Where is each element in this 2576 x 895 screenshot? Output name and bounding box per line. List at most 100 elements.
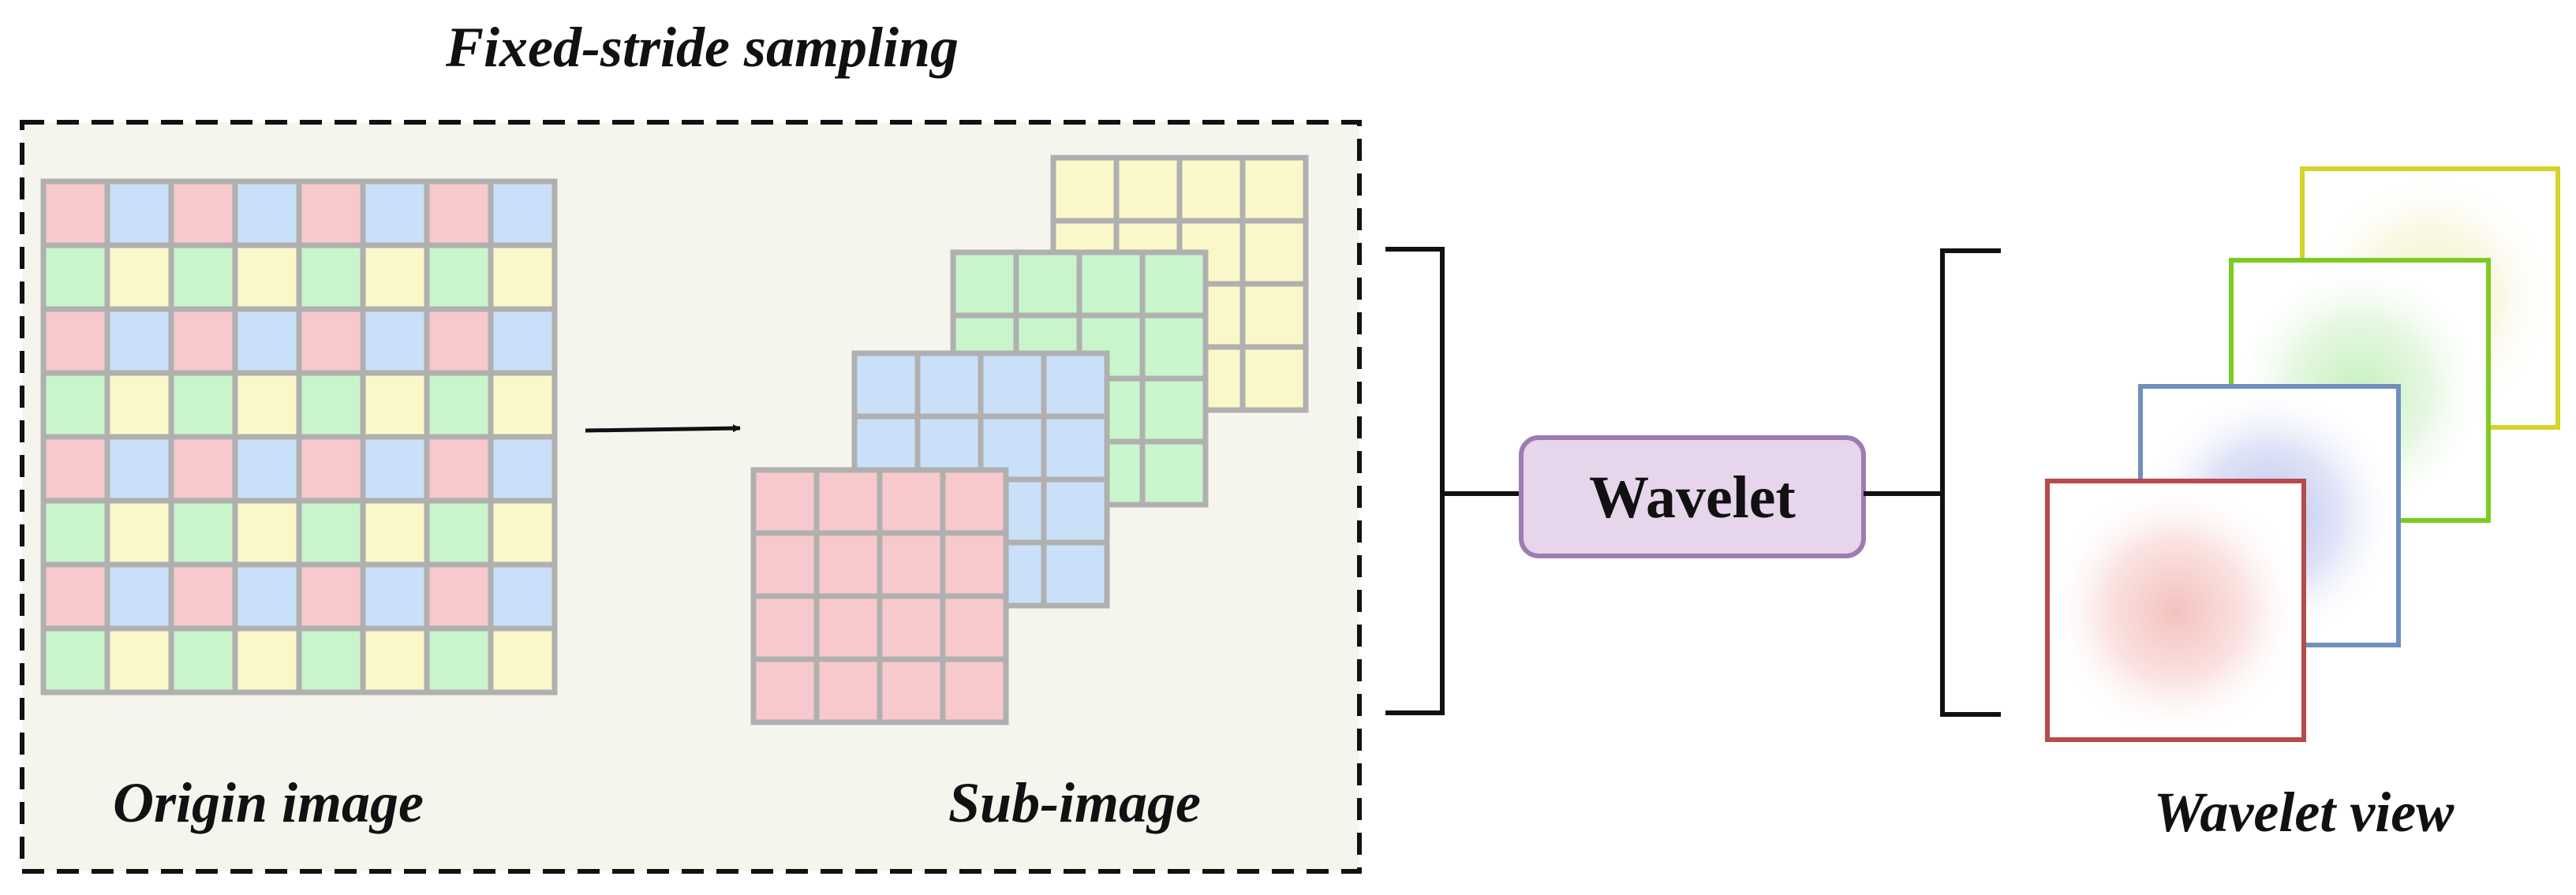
origin-cell	[104, 178, 174, 248]
origin-cell	[232, 434, 302, 504]
origin-cell	[40, 178, 110, 248]
sub-image-cell	[1139, 249, 1209, 319]
origin-cell	[168, 434, 238, 504]
origin-cell	[40, 370, 110, 440]
sub-image-cell	[813, 656, 883, 725]
wavelet-view-stack	[2045, 166, 2560, 742]
sub-image-cell	[978, 350, 1047, 420]
sub-image-cell	[1239, 218, 1309, 287]
origin-cell	[360, 306, 430, 376]
origin-cell	[296, 498, 366, 568]
origin-cell	[296, 434, 366, 504]
origin-image-grid	[40, 178, 558, 695]
origin-cell	[296, 625, 366, 695]
sub-image-cell	[940, 656, 1009, 725]
origin-cell	[40, 434, 110, 504]
sampling-arrow	[585, 424, 741, 433]
origin-cell	[360, 242, 430, 312]
origin-cell	[360, 370, 430, 440]
sub-image-label: Sub-image	[948, 771, 1201, 834]
origin-cell	[168, 306, 238, 376]
origin-cell	[488, 242, 558, 312]
sub-image-cell	[851, 350, 921, 420]
sub-image-cell	[877, 530, 946, 599]
origin-cell	[424, 370, 494, 440]
sub-image-cell	[940, 467, 1009, 536]
origin-cell	[232, 498, 302, 568]
origin-cell	[360, 561, 430, 632]
origin-cell	[168, 370, 238, 440]
origin-cell	[232, 561, 302, 632]
sub-image-stack	[750, 155, 1309, 725]
wavelet-view-glow	[2047, 481, 2304, 740]
sub-image-cell	[750, 593, 820, 662]
origin-cell	[488, 306, 558, 376]
origin-cell	[104, 625, 174, 695]
sub-image-cell	[1239, 344, 1309, 413]
sub-image-cell	[877, 593, 946, 662]
origin-cell	[488, 561, 558, 632]
origin-cell	[104, 561, 174, 632]
wavelet-box-label: Wavelet	[1589, 464, 1796, 531]
origin-cell	[424, 625, 494, 695]
origin-cell	[424, 178, 494, 248]
origin-cell	[232, 625, 302, 695]
origin-cell	[232, 178, 302, 248]
sub-image-cell	[1139, 312, 1209, 382]
sub-image-cell	[1176, 155, 1246, 224]
origin-cell	[40, 561, 110, 632]
origin-cell	[296, 306, 366, 376]
sub-image-pink	[750, 467, 1009, 725]
origin-image-label: Origin image	[113, 771, 424, 834]
origin-cell	[360, 498, 430, 568]
sub-image-cell	[1076, 249, 1146, 319]
origin-cell	[424, 498, 494, 568]
sub-image-cell	[1041, 350, 1110, 420]
sub-image-cell	[914, 350, 984, 420]
origin-cell	[488, 625, 558, 695]
origin-cell	[424, 242, 494, 312]
origin-cell	[232, 242, 302, 312]
sub-image-cell	[1013, 249, 1082, 319]
origin-cell	[360, 434, 430, 504]
sub-image-cell	[1050, 155, 1120, 224]
sub-image-cell	[1041, 413, 1110, 483]
sub-image-cell	[1239, 281, 1309, 350]
sub-image-cell	[877, 467, 946, 536]
origin-cell	[40, 498, 110, 568]
origin-cell	[424, 561, 494, 632]
sub-image-cell	[1139, 438, 1209, 508]
left-bracket	[1385, 247, 1523, 715]
origin-cell	[488, 434, 558, 504]
origin-cell	[296, 561, 366, 632]
sub-image-cell	[813, 530, 883, 599]
origin-cell	[488, 498, 558, 568]
right-bracket	[1864, 248, 2001, 717]
wavelet-box	[1519, 435, 1866, 558]
sub-image-cell	[1113, 155, 1183, 224]
origin-cell	[296, 178, 366, 248]
sub-image-cell	[1041, 539, 1110, 609]
origin-cell	[104, 242, 174, 312]
origin-cell	[296, 242, 366, 312]
sub-image-cell	[750, 530, 820, 599]
origin-cell	[104, 370, 174, 440]
wavelet-view-frame	[2045, 479, 2306, 742]
origin-cell	[232, 370, 302, 440]
origin-cell	[232, 306, 302, 376]
wavelet-view-label: Wavelet view	[2154, 781, 2454, 844]
sub-image-cell	[877, 656, 946, 725]
origin-cell	[488, 178, 558, 248]
sub-image-cell	[1239, 155, 1309, 224]
sub-image-cell	[1139, 375, 1209, 445]
origin-cell	[360, 625, 430, 695]
origin-cell	[168, 561, 238, 632]
origin-cell	[104, 434, 174, 504]
origin-cell	[424, 306, 494, 376]
origin-cell	[168, 498, 238, 568]
origin-cell	[40, 306, 110, 376]
origin-cell	[296, 370, 366, 440]
sub-image-cell	[950, 249, 1019, 319]
